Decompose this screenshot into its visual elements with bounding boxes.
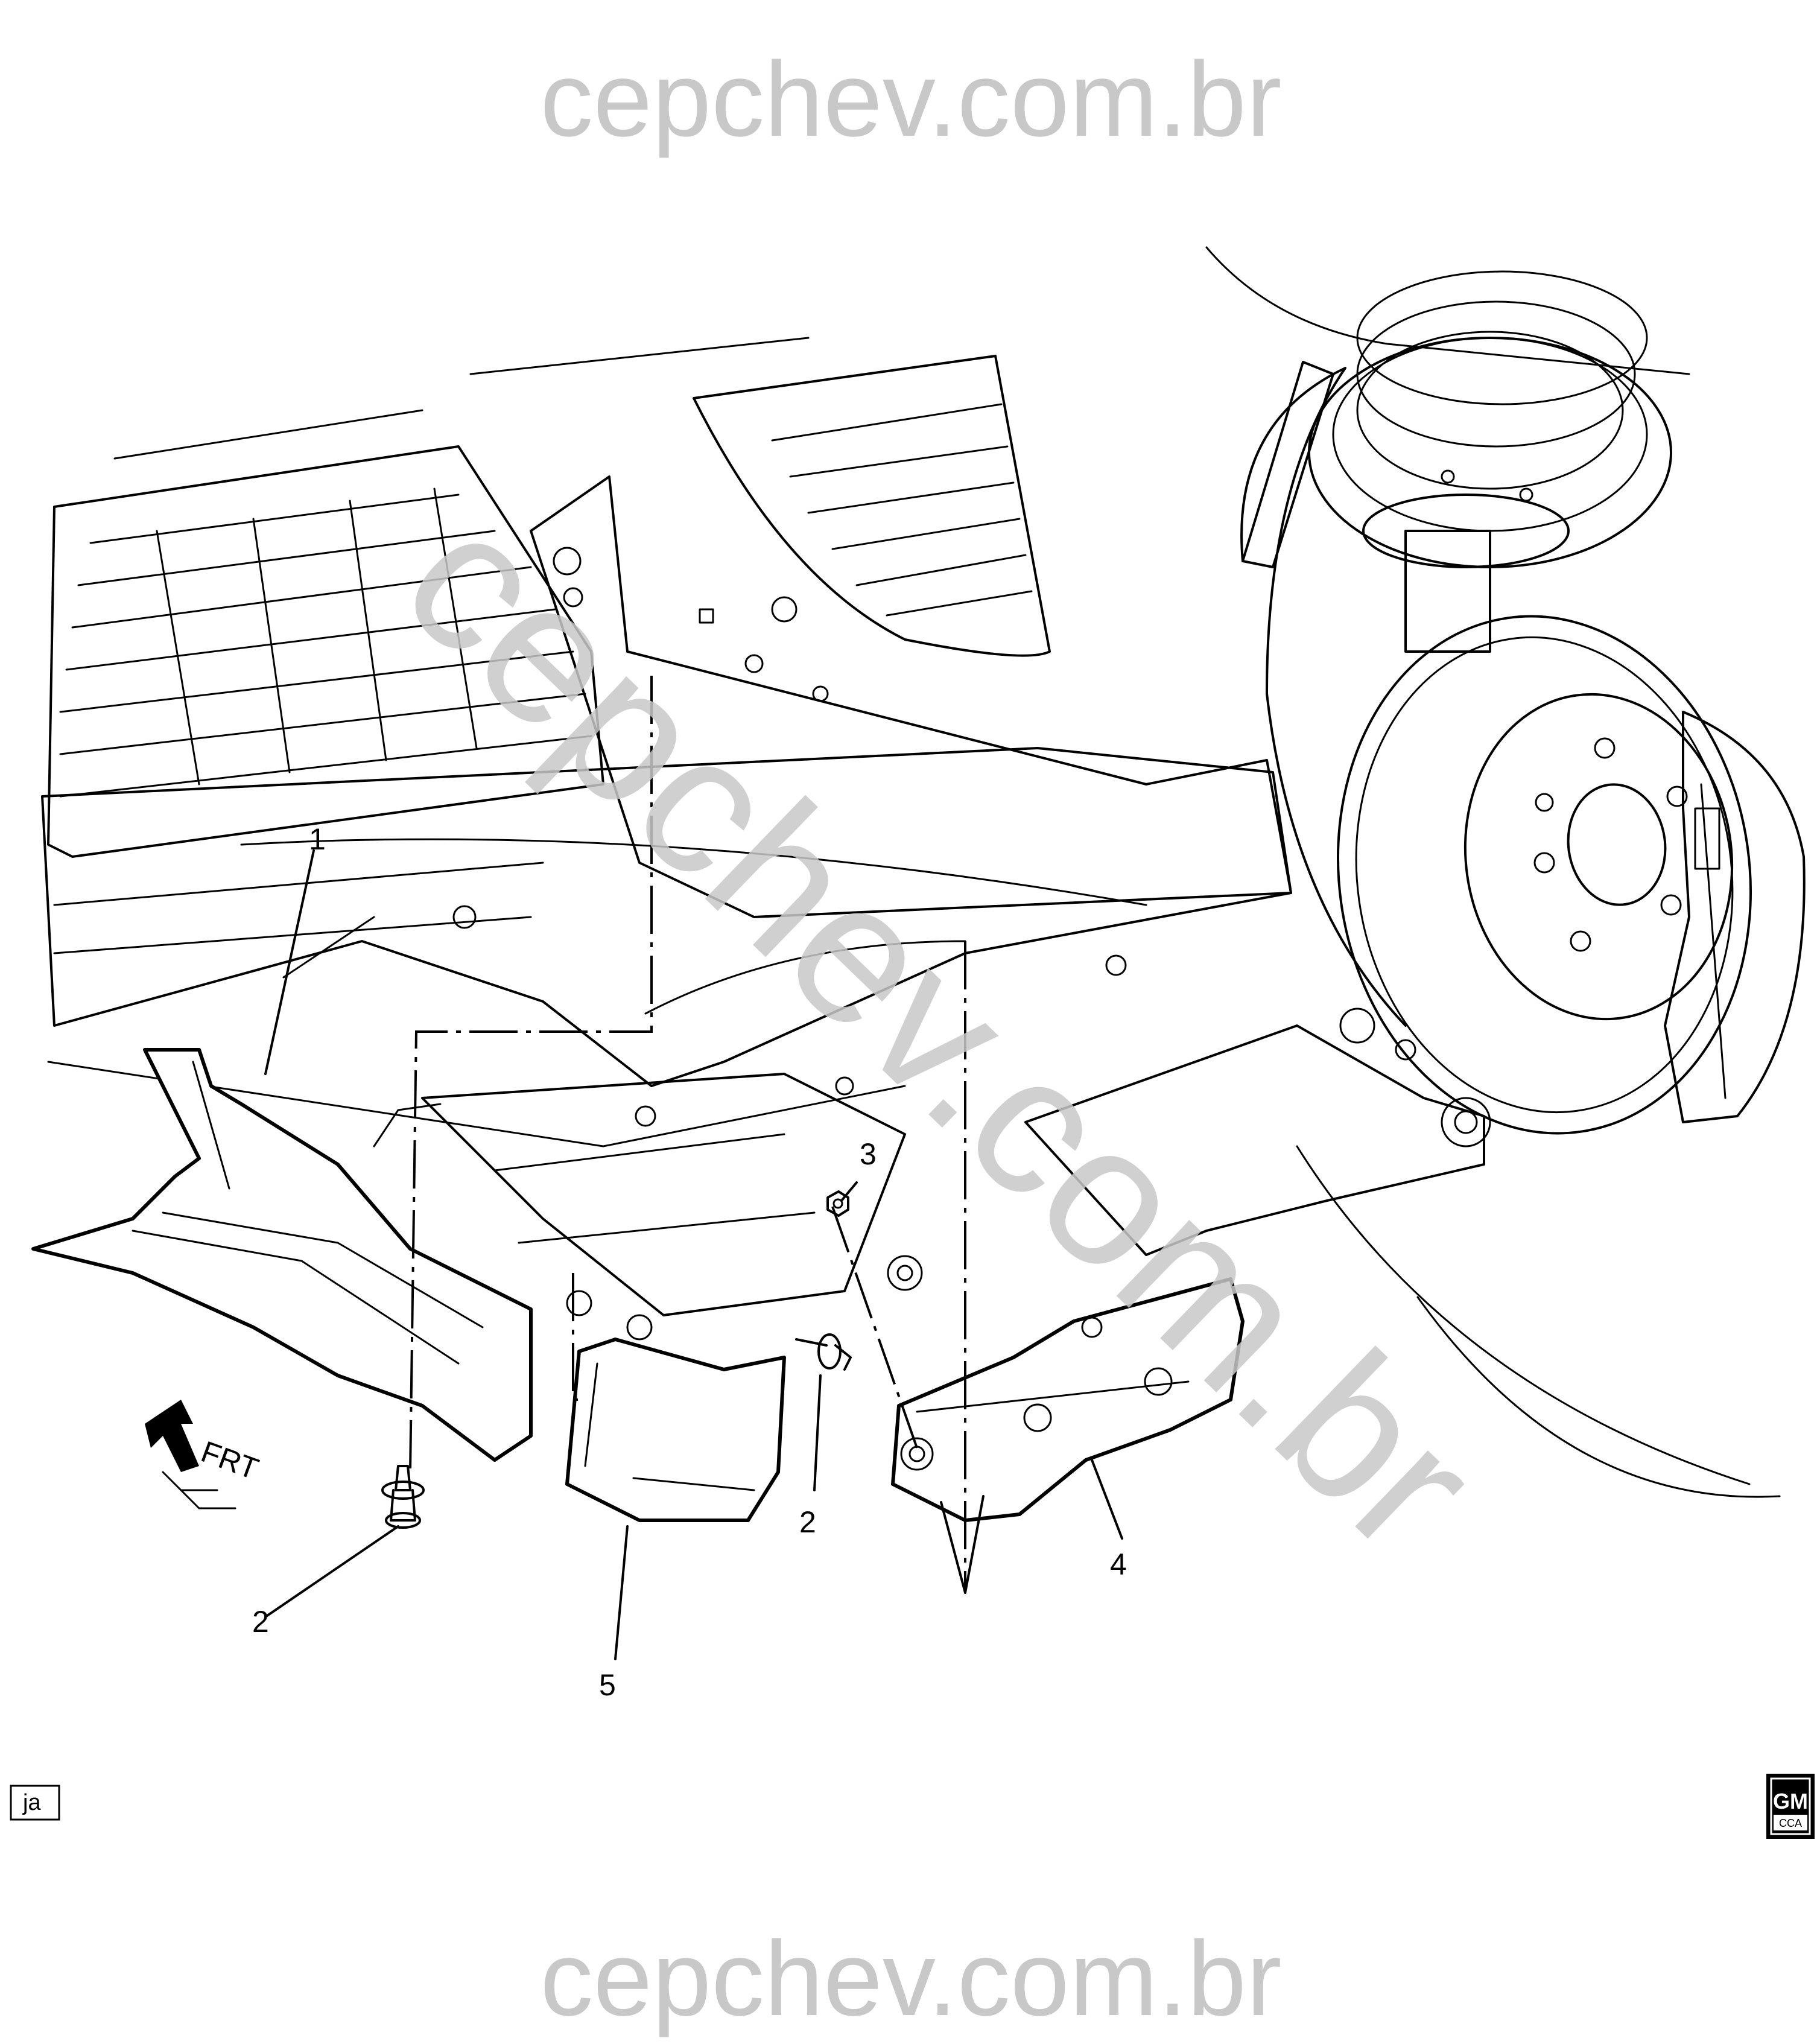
part-4-liner-extension <box>891 1277 1245 1522</box>
assembly-centerlines <box>409 676 966 1593</box>
callout-2-right: 2 <box>799 1505 816 1539</box>
frt-label: FRT <box>197 1435 263 1487</box>
callout-3: 3 <box>860 1137 877 1171</box>
watermark-top: cepchev.com.br <box>540 40 1281 159</box>
gm-logo: GM CCA <box>1766 1774 1815 1839</box>
push-pin-fastener-left <box>381 1465 425 1529</box>
part-1-air-deflector <box>31 1048 533 1462</box>
watermark-bottom: cepchev.com.br <box>540 1920 1281 2038</box>
callout-5: 5 <box>599 1668 616 1702</box>
leader-lines <box>264 849 1123 1660</box>
air-vent-insert <box>693 355 1051 657</box>
front-grille <box>47 445 604 858</box>
callout-4: 4 <box>1110 1547 1127 1581</box>
frame-rail <box>530 475 1292 918</box>
parts <box>31 1048 1245 1529</box>
lower-cross-member <box>41 747 1292 1147</box>
wheel-well-liner <box>1240 361 1781 1498</box>
lower-control-arm <box>1024 1008 1491 1256</box>
strut-coil-spring <box>1308 270 1672 653</box>
corner-tag-text: ja <box>22 1790 41 1815</box>
gm-logo-sub: CCA <box>1779 1817 1802 1829</box>
front-direction-arrow: FRT <box>145 1400 263 1509</box>
underbody-panel <box>421 1073 923 1341</box>
callout-labels: 1 2 2 3 4 5 <box>252 822 1127 1702</box>
brake-caliper <box>1664 711 1806 1123</box>
part-5-splash-shield <box>565 1338 786 1522</box>
corner-tag: ja <box>10 1785 60 1821</box>
callout-2-left: 2 <box>252 1605 269 1639</box>
callout-1: 1 <box>309 822 326 856</box>
gm-logo-text: GM <box>1773 1789 1808 1814</box>
brake-rotor <box>1337 615 1752 1135</box>
push-pin-fastener-right <box>795 1333 852 1371</box>
nut-fastener <box>826 1190 849 1217</box>
